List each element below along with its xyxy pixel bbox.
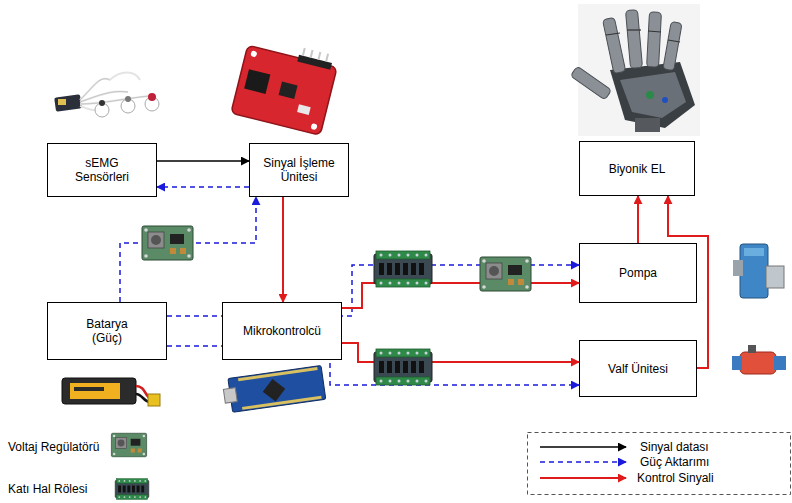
box-label: Batarya (Güç): [77, 317, 137, 345]
legend-label: Voltaj Regülatörü: [8, 440, 99, 454]
box-label: Sinyal İşleme Ünitesi: [257, 156, 341, 184]
connector-arrow: [157, 160, 249, 162]
box-label: Pompa: [619, 266, 657, 280]
voltage-regulator: [480, 257, 531, 291]
legend-label: Katı Hal Rölesi: [8, 482, 87, 496]
connector-arrow: [157, 186, 249, 188]
legend-sample-line: [540, 477, 626, 479]
legend-sample-line: [540, 446, 626, 448]
process-box: sEMG Sensörleri: [47, 143, 157, 197]
solid-state-relay: [374, 251, 432, 287]
legend-frame: [528, 433, 791, 495]
connector-arrow: [282, 197, 284, 302]
legend-label: Güç Aktarımı: [640, 455, 709, 469]
voltage-regulator: [142, 226, 193, 260]
semg-electrodes: [54, 73, 159, 118]
legend-label: Sinyal datası: [640, 440, 709, 454]
box-label: sEMG Sensörleri: [67, 156, 137, 184]
process-box: Pompa: [579, 243, 697, 303]
process-box: Biyonik EL: [579, 141, 695, 196]
process-box: Valf Ünitesi: [579, 340, 697, 397]
legend-sample-line: [540, 461, 626, 463]
valve-picture: [732, 345, 786, 374]
microcontroller-board: [222, 365, 326, 413]
legend-label: Kontrol Sinyali: [637, 471, 714, 485]
signal-board: [231, 34, 340, 135]
connector-arrow: [120, 197, 256, 302]
process-box: Batarya (Güç): [47, 302, 167, 360]
pump-picture: [733, 244, 784, 298]
process-box: Mikrokontrolcü: [222, 302, 342, 360]
process-box: Sinyal İşleme Ünitesi: [249, 143, 349, 197]
battery-picture: [62, 378, 160, 406]
box-label: Valf Ünitesi: [608, 362, 668, 376]
connector-arrow: [637, 196, 639, 243]
regulator-key-icon: [111, 433, 146, 456]
bionic-hand: [570, 4, 700, 136]
box-label: Mikrokontrolcü: [243, 324, 321, 338]
solid-state-relay: [374, 349, 432, 385]
relay-key-icon: [115, 479, 149, 500]
box-label: Biyonik EL: [609, 162, 666, 176]
